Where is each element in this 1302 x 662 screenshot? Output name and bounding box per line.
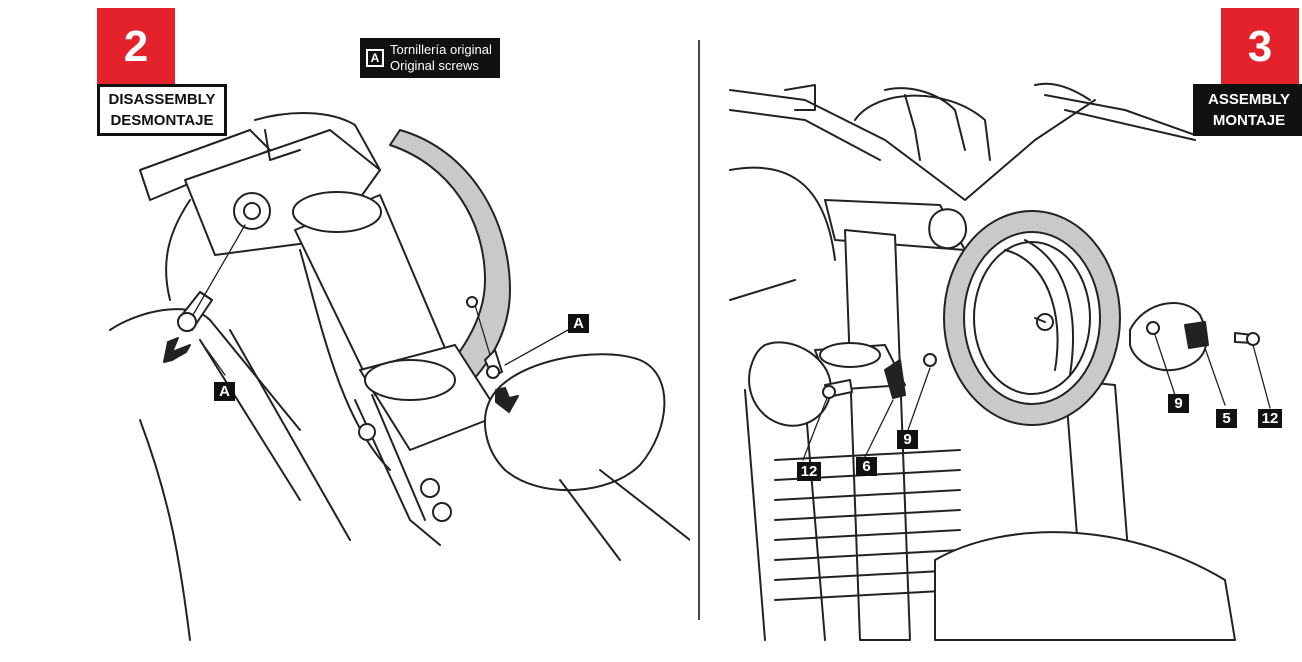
callout-12-left: 12 (797, 462, 821, 481)
fork-left (844, 229, 911, 641)
legend-line-es: Tornillería original (390, 42, 492, 57)
turn-signal-left (748, 341, 832, 427)
assembly-panel: 3 ASSEMBLY MONTAJE 12 6 9 9 5 12 (705, 0, 1302, 662)
callout-5: 5 (1216, 409, 1237, 428)
disassembly-panel: 2 DISASSEMBLY DESMONTAJE A Tornillería o… (97, 8, 690, 641)
step-number-badge: 2 (97, 8, 175, 86)
disassembly-illustration (109, 112, 690, 641)
label-line-es: DESMONTAJE (110, 112, 214, 129)
step-number-badge: 3 (1221, 8, 1299, 86)
arrow-down (495, 387, 519, 413)
callout-9-center: 9 (897, 430, 918, 449)
label-line-en: ASSEMBLY (1208, 91, 1290, 108)
clamp-bolt-hole (233, 192, 271, 230)
handlebar (729, 89, 1096, 201)
turn-signal-left (484, 353, 666, 492)
callout-9-right: 9 (1168, 394, 1189, 413)
step-label-assembly: ASSEMBLY MONTAJE (1193, 84, 1302, 136)
legend-box: A Tornillería original Original screws (360, 38, 500, 78)
label-line-en: DISASSEMBLY (108, 91, 216, 108)
callout-a-right: A (568, 314, 589, 333)
legend-key: A (366, 49, 384, 67)
arrow-left (163, 337, 191, 363)
label-line-es: MONTAJE (1212, 112, 1286, 129)
callout-6: 6 (856, 457, 877, 476)
headlight-lens (963, 231, 1101, 405)
panel-divider (698, 40, 700, 620)
bracket-5 (1184, 321, 1209, 349)
assembly-illustration (729, 82, 1271, 641)
callout-a-left: A (214, 382, 235, 401)
step-label-disassembly: DISASSEMBLY DESMONTAJE (97, 84, 227, 136)
legend-line-en: Original screws (390, 58, 479, 73)
callout-12-right: 12 (1258, 409, 1282, 428)
front-fender (934, 531, 1236, 641)
turn-signal-right (1129, 302, 1208, 372)
bracket-6 (884, 359, 906, 399)
